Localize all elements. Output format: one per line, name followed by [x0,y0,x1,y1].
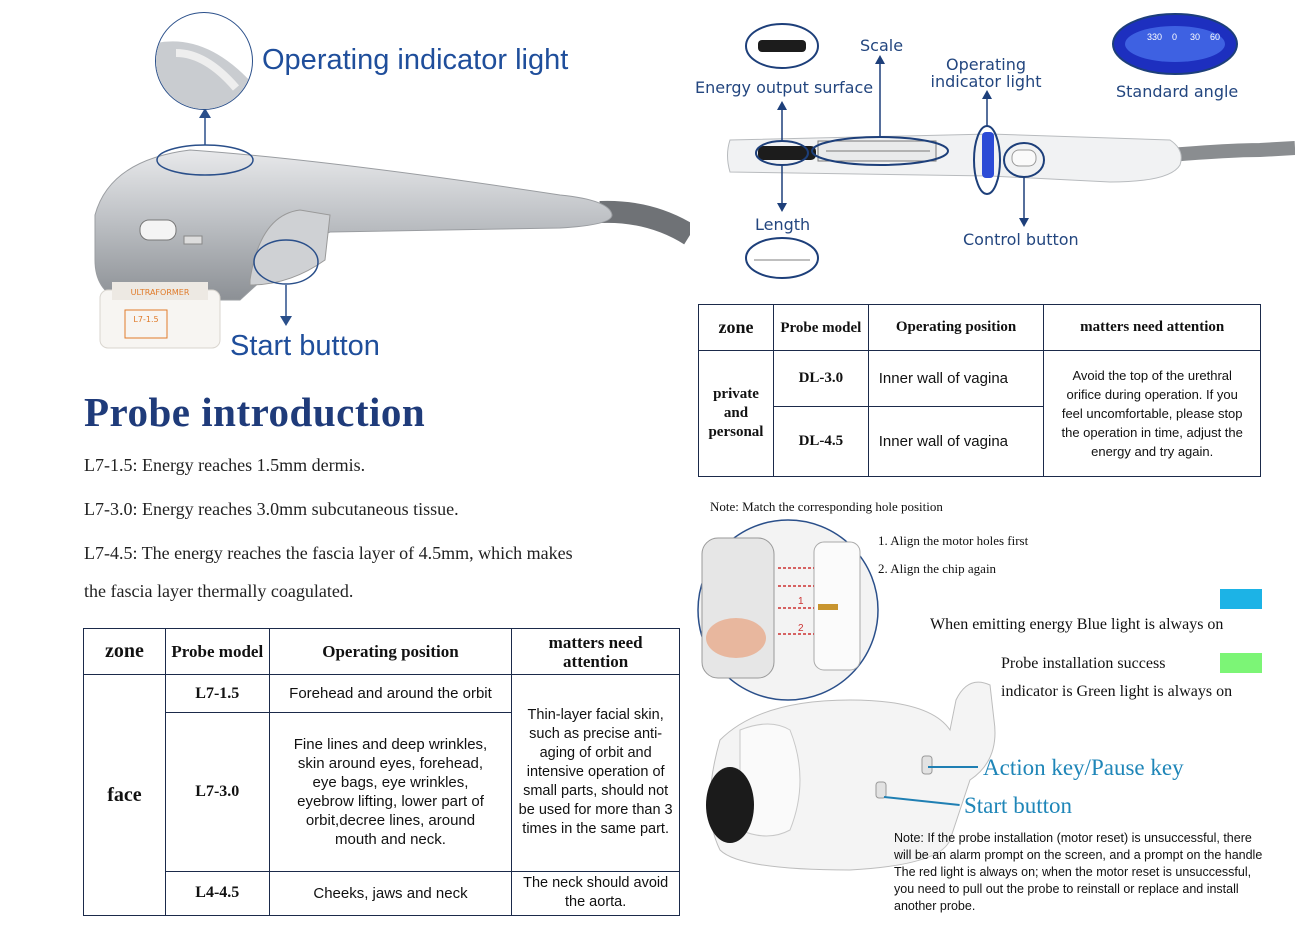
intro-line-2: L7-3.0: Energy reaches 3.0mm subcutaneou… [84,499,459,519]
position-cell: Inner wall of vagina [867,350,1045,407]
zone-private: private and personal [698,350,774,477]
install-note-bottom: Note: If the probe installation (motor r… [894,831,1263,913]
face-probe-table: zone Probe model Operating position matt… [83,627,680,917]
intro-line-1: L7-1.5: Energy reaches 1.5mm dermis. [84,455,366,475]
attention-cell: The neck should avoid the aorta. [511,870,680,917]
private-probe-table: zone Probe model Operating position matt… [698,304,1261,477]
attention-cell: Avoid the top of the urethral orifice du… [1043,350,1261,477]
green-light-text-2: indicator is Green light is always on [1001,683,1233,700]
model-cell: L7-1.5 [164,674,270,714]
start-button-label: Start button [230,330,380,362]
motor-hole-zoom [696,518,881,703]
header-probe-model: Probe model [772,304,869,351]
attention-cell: Thin-layer facial skin, such as precise … [511,674,680,872]
header-probe-model: Probe model [164,627,270,676]
header-operating-position: Operating position [268,627,513,676]
angle-tick: 30 [1190,32,1201,42]
header-attention: matters need attention [1043,304,1261,351]
action-key-arrow [928,766,978,768]
probe-diagram [690,0,1295,300]
intro-title: Probe introduction [84,389,426,435]
model-cell: L7-3.0 [164,712,270,872]
header-zone: zone [83,627,166,676]
position-cell: Cheeks, jaws and neck [268,870,513,917]
blue-light-text: When emitting energy Blue light is alway… [930,616,1224,633]
indicator-light-label: Operating indicator light [262,44,569,76]
header-attention: matters need attention [511,627,680,676]
blue-swatch [1220,589,1262,609]
position-cell: Inner wall of vagina [867,406,1045,477]
standard-angle-label: Standard angle [1116,82,1239,101]
position-cell: Forehead and around the orbit [268,674,513,714]
action-key-label: Action key/Pause key [983,755,1184,780]
intro-line-4: the fascia layer thermally coagulated. [84,581,354,601]
scale-label: Scale [860,36,904,55]
operating-indicator-label: Operating indicator light [930,55,1042,91]
control-button-label: Control button [963,230,1079,249]
header-zone: zone [698,304,774,351]
angle-tick: 60 [1210,32,1221,42]
green-swatch [1220,653,1262,673]
header-operating-position: Operating position [867,304,1045,351]
marker-2: 2 [798,623,804,634]
green-light-text-1: Probe installation success [1001,655,1166,672]
device-illustration [700,670,1000,900]
length-label: Length [755,215,811,234]
step-2: 2. Align the chip again [878,561,997,576]
marker-1: 1 [798,596,804,607]
install-note-top: Note: Match the corresponding hole posit… [710,499,943,514]
angle-tick: 330 [1147,32,1163,42]
position-cell: Fine lines and deep wrinkles, skin aroun… [268,712,513,872]
model-cell: L4-4.5 [164,870,270,917]
energy-surface-label: Energy output surface [695,78,874,97]
step-1: 1. Align the motor holes first [878,533,1029,548]
cartridge-text: L7-1.5 [133,315,158,324]
brand-text: ULTRAFORMER [131,288,190,297]
angle-tick: 0 [1172,32,1178,42]
zone-face: face [83,674,166,916]
intro-line-3: L7-4.5: The energy reaches the fascia la… [84,543,573,563]
indicator-zoom-circle [155,12,253,110]
model-cell: DL-4.5 [772,406,869,477]
start-button-label-install: Start button [964,793,1072,818]
handpiece-illustration: ULTRAFORMER L7-1.5 [0,0,696,370]
model-cell: DL-3.0 [772,350,869,407]
